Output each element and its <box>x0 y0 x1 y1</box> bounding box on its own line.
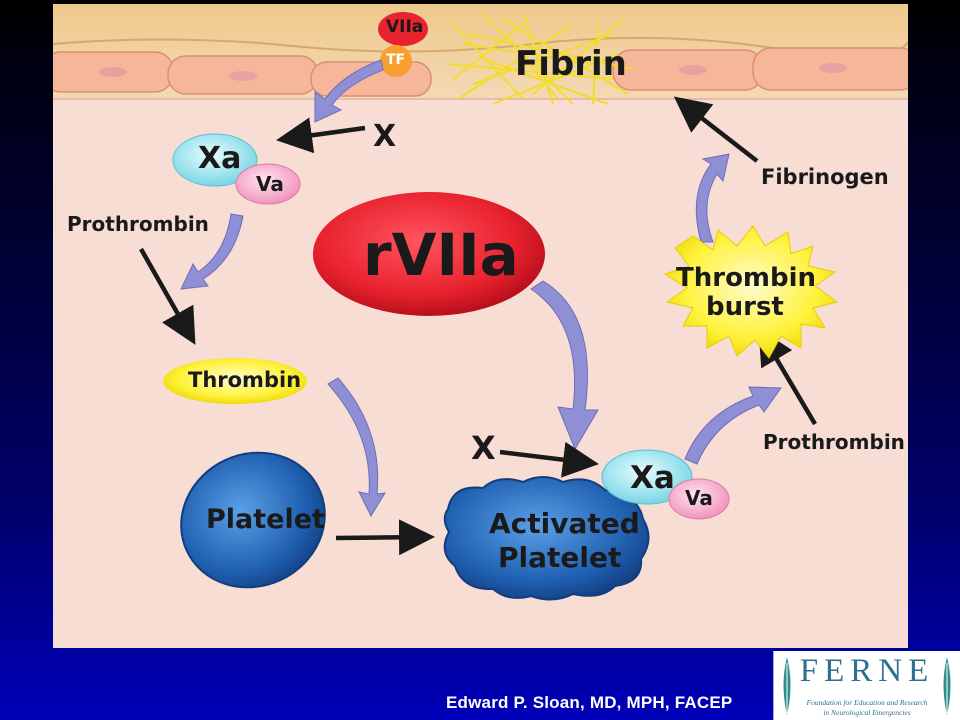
xa-left-label: Xa <box>198 141 242 176</box>
thrombin-burst-line1: Thrombin <box>676 263 817 293</box>
tf-label: TF <box>386 52 406 68</box>
logo-subtitle-line1: Foundation for Education and Research <box>806 698 928 707</box>
rviia-oval <box>313 192 545 316</box>
leaf-icon-left <box>783 657 791 715</box>
logo-subtitle-line2: in Neurological Emergencies <box>823 708 911 717</box>
thrombin-label: Thrombin <box>188 368 302 392</box>
ferne-logo: FERNE Foundation for Education and Resea… <box>773 651 960 720</box>
va-left-oval <box>235 163 301 205</box>
thrombin-burst-line2: burst <box>706 292 784 322</box>
leaf-icon-right <box>943 657 951 715</box>
va-right-oval <box>668 478 730 520</box>
coagulation-diagram: Fibrin VIIa TF X Xa Va Prothrombin rVIIa… <box>53 4 908 648</box>
diagram-artwork <box>53 4 908 601</box>
fibrin-label: Fibrin <box>515 44 627 84</box>
x-top-label: X <box>373 119 397 154</box>
rviia-label: rVIIa <box>363 221 519 289</box>
va-right-label: Va <box>685 486 713 510</box>
thrombin-burst-shape <box>663 225 839 359</box>
platelet-oval <box>180 451 326 589</box>
author-credit: Edward P. Sloan, MD, MPH, FACEP <box>446 693 733 712</box>
prothrombin-left-label: Prothrombin <box>67 212 209 236</box>
tf-oval <box>380 45 412 77</box>
fibrinogen-label: Fibrinogen <box>761 165 889 189</box>
activated-platelet-shape <box>443 476 650 601</box>
xa-right-label: Xa <box>630 460 675 496</box>
prothrombin-right-label: Prothrombin <box>763 430 905 454</box>
cell-nuclei <box>99 63 847 81</box>
lavender-arrows <box>180 59 782 518</box>
platelet-label: Platelet <box>206 504 325 535</box>
viia-top-oval <box>378 12 428 46</box>
fibrin-mesh <box>447 13 634 105</box>
xa-right-oval <box>601 449 693 505</box>
x-bottom-label: X <box>471 429 496 467</box>
viia-top-label: VIIa <box>386 17 424 37</box>
va-left-label: Va <box>256 172 284 196</box>
logo-wordmark: FERNE <box>799 653 935 689</box>
activated-platelet-line2: Platelet <box>498 541 622 574</box>
activated-platelet-line1: Activated <box>489 507 640 540</box>
thrombin-oval <box>163 358 307 404</box>
xa-left-oval <box>172 133 258 187</box>
